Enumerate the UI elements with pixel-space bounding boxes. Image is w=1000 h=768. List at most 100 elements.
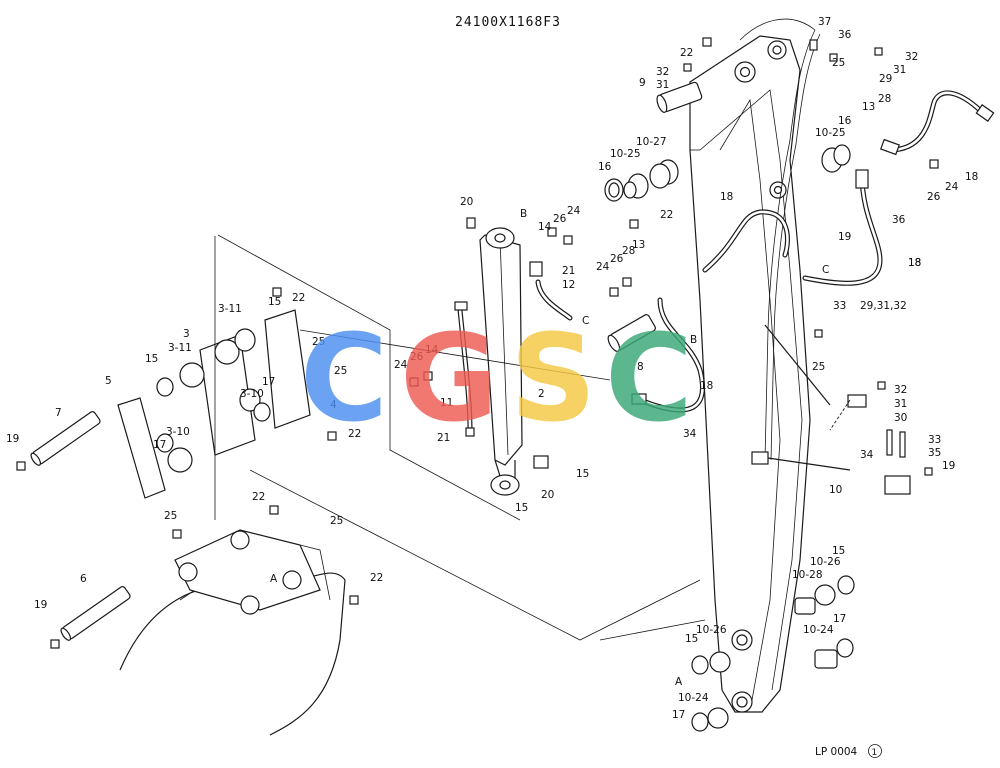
callout-20: 20 <box>541 489 554 501</box>
callout-3-11: 3-11 <box>168 342 192 354</box>
callout-5: 5 <box>105 375 112 387</box>
callout-12: 12 <box>562 279 575 291</box>
pin-7 <box>30 411 101 466</box>
hose-36 <box>802 169 883 286</box>
callout-28: 28 <box>622 245 635 257</box>
pin-9 <box>656 81 703 113</box>
ring-16-left <box>604 178 624 202</box>
bushing-10-24-right <box>814 638 854 669</box>
watermark-letter-3: S <box>510 310 596 449</box>
callout-15: 15 <box>515 502 528 514</box>
callout-31: 31 <box>894 398 907 410</box>
boom-body <box>689 35 811 713</box>
callout-22: 22 <box>252 491 265 503</box>
callout-26: 26 <box>410 351 424 363</box>
ring-15-lower-a <box>691 655 709 675</box>
callout-21: 21 <box>437 432 450 444</box>
ring-17-lower <box>691 712 709 732</box>
callout-B: B <box>520 208 527 220</box>
boom-assembly <box>689 18 851 713</box>
link-5-plate <box>117 397 166 499</box>
callout-19: 19 <box>6 433 19 445</box>
callout-10-25: 10-25 <box>610 148 641 160</box>
callout-26: 26 <box>927 191 941 203</box>
arm-cylinder-2 <box>454 227 573 496</box>
callout-4: 4 <box>330 399 337 411</box>
callout-28: 28 <box>878 93 891 105</box>
callout-14: 14 <box>425 344 439 356</box>
callout-33: 33 <box>833 300 846 312</box>
bushing-10-25-right <box>821 144 851 173</box>
callout-A: A <box>675 676 683 688</box>
callout-B: B <box>690 334 697 346</box>
callout-14: 14 <box>538 221 552 233</box>
callout-36: 36 <box>838 29 852 41</box>
callout-22: 22 <box>660 209 673 221</box>
callout-10-28: 10-28 <box>792 569 823 581</box>
callout-10-25: 10-25 <box>815 127 846 139</box>
callout-labels: 37 36 22 32 31 25 9 32 31 29 28 13 16 10… <box>6 16 978 721</box>
bucket-link-assembly <box>30 309 346 736</box>
ring-15-top <box>234 328 256 352</box>
callout-9: 9 <box>639 77 646 89</box>
revision-circle <box>868 744 882 758</box>
callout-22: 22 <box>292 292 305 304</box>
bushing-10-27 <box>649 159 679 189</box>
callout-10-26: 10-26 <box>696 624 727 636</box>
callout-24: 24 <box>394 359 408 371</box>
callout-17: 17 <box>262 376 275 388</box>
page-ref-text: LP 0004 <box>815 746 858 758</box>
watermark: C G S C <box>300 310 693 449</box>
bushing-10-28-right <box>794 575 855 615</box>
callout-3-10: 3-10 <box>240 388 264 400</box>
callout-C: C <box>822 264 829 276</box>
valve-block-lower <box>884 475 911 495</box>
bolts <box>16 37 939 649</box>
callout-26: 26 <box>553 213 567 225</box>
callout-25: 25 <box>164 510 177 522</box>
callout-18: 18 <box>908 257 921 269</box>
callout-10: 10 <box>829 484 842 496</box>
ring-17-lower-left <box>156 433 174 453</box>
boom-pins-bushings <box>604 81 855 732</box>
callout-20: 20 <box>460 196 473 208</box>
callout-17: 17 <box>672 709 685 721</box>
callout-24: 24 <box>596 261 610 273</box>
callout-6: 6 <box>80 573 87 585</box>
callout-33: 33 <box>928 434 941 446</box>
callout-11: 11 <box>440 397 453 409</box>
callout-15: 15 <box>145 353 158 365</box>
callout-10-27: 10-27 <box>636 136 667 148</box>
callout-35: 35 <box>928 447 941 459</box>
callout-32: 32 <box>656 66 669 78</box>
callout-34: 34 <box>683 428 697 440</box>
callout-16: 16 <box>838 115 852 127</box>
callout-25: 25 <box>832 57 845 69</box>
callout-22: 22 <box>370 572 383 584</box>
callout-18: 18 <box>965 171 978 183</box>
callout-37: 37 <box>818 16 831 28</box>
callout-32: 32 <box>905 51 918 63</box>
revision-number: 1 <box>872 748 878 758</box>
bolt-22-top <box>702 37 712 47</box>
callout-32: 32 <box>894 384 907 396</box>
drawing-code: 24100X1168F3 <box>455 15 561 30</box>
callout-25: 25 <box>334 365 347 377</box>
callout-29: 29 <box>879 73 892 85</box>
page-reference: LP 0004 1 <box>815 744 882 758</box>
callout-10-24: 10-24 <box>803 624 834 636</box>
bushing-3-10 <box>239 388 261 412</box>
callout-3: 3 <box>183 328 190 340</box>
link-4-plate <box>264 309 311 429</box>
callout-34: 34 <box>860 449 874 461</box>
callout-24: 24 <box>567 205 581 217</box>
bushing-10-24-lower <box>707 707 729 729</box>
callout-31: 31 <box>893 64 906 76</box>
bushing-10-26-lower-a <box>709 651 731 673</box>
bushing-3-11 <box>179 362 205 388</box>
ring-17-upper <box>253 402 271 422</box>
callout-19: 19 <box>34 599 47 611</box>
callout-30: 30 <box>894 412 907 424</box>
callout-3-10: 3-10 <box>166 426 190 438</box>
valve-block-right <box>829 394 911 495</box>
